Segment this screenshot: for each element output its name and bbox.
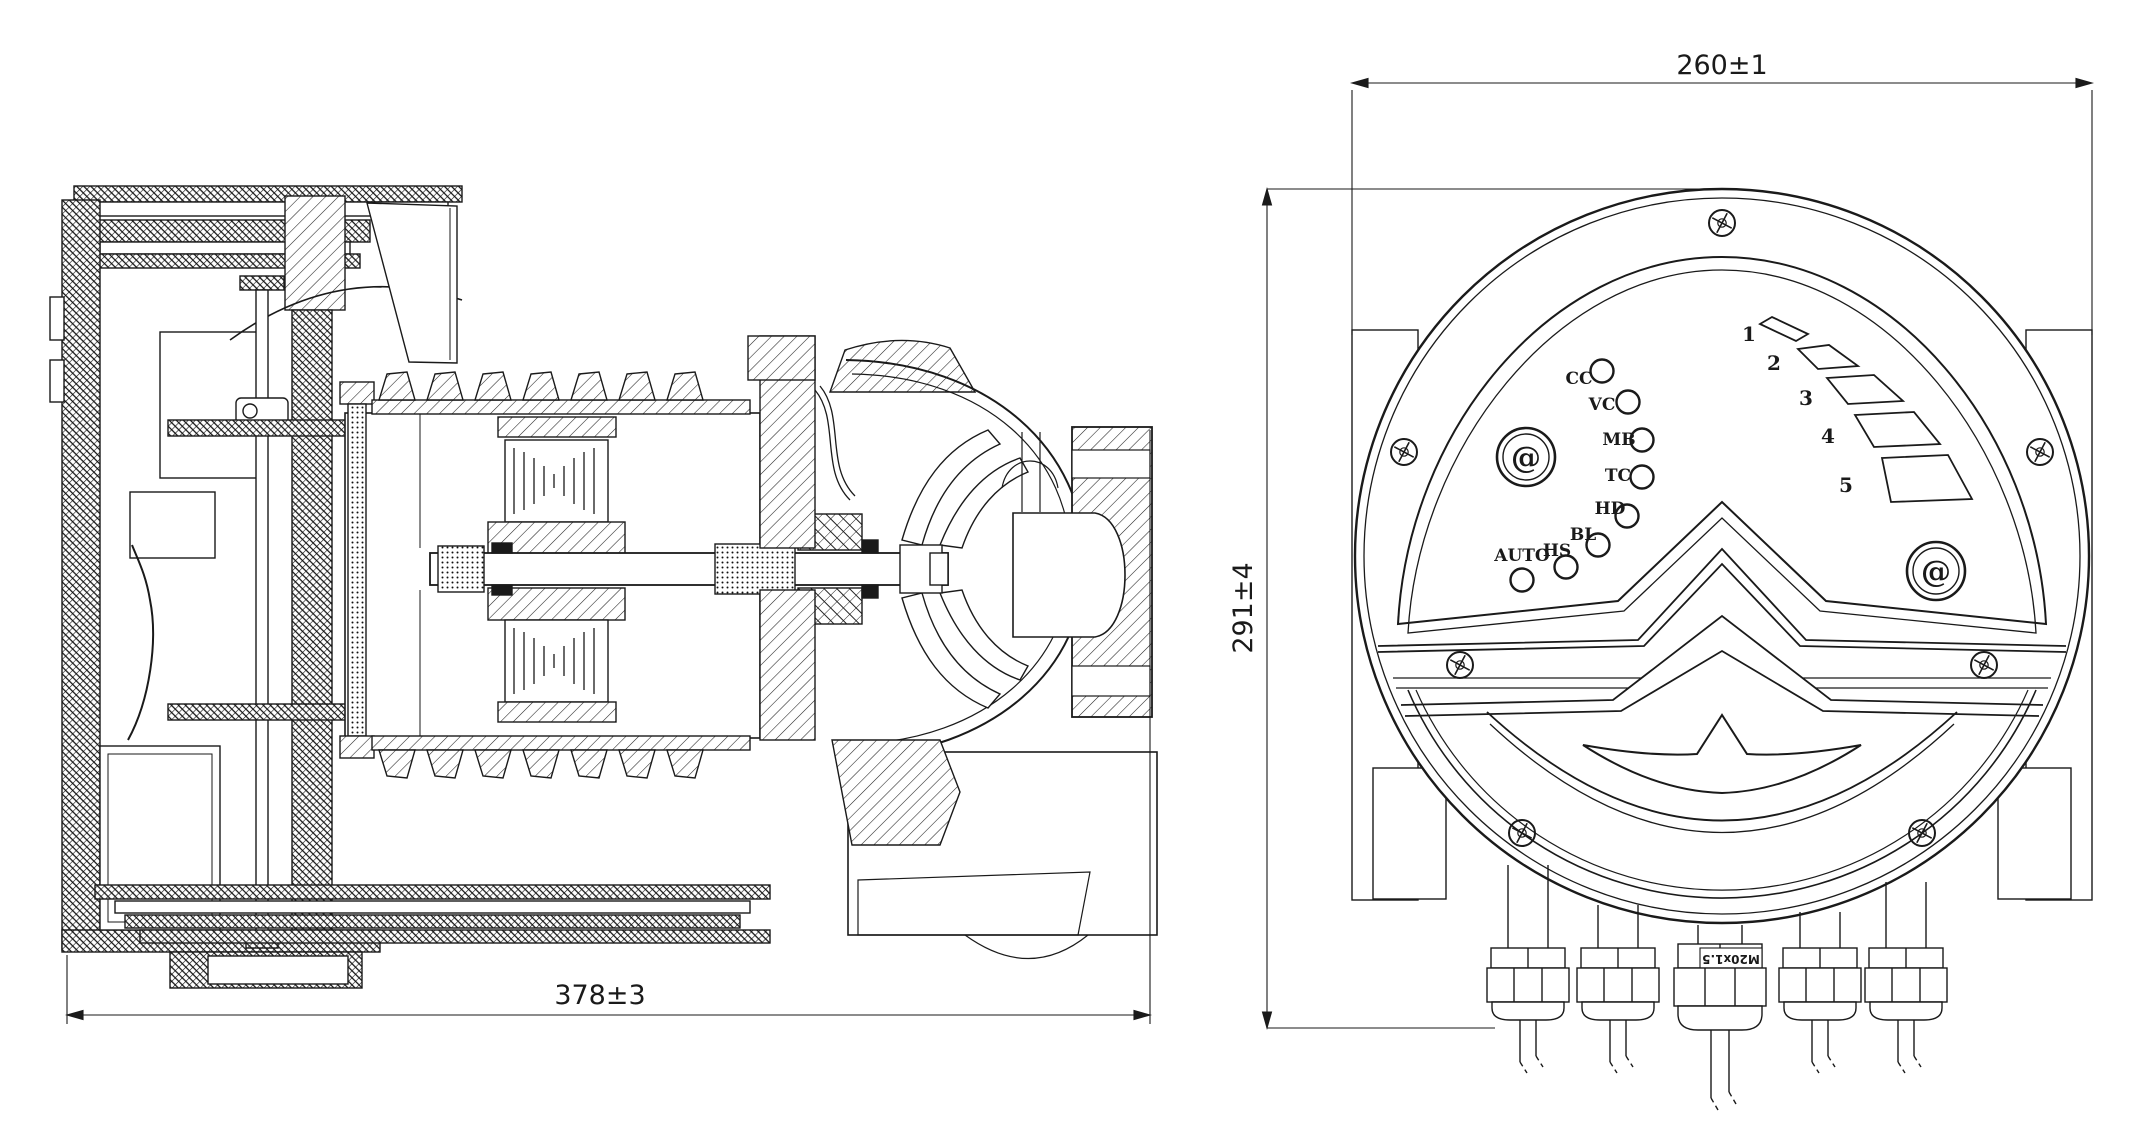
- level-segment-3: [1825, 374, 1906, 405]
- led-label-hs: HS: [1543, 541, 1571, 561]
- led-tc: [1629, 464, 1655, 490]
- level-scale: 1 2 3 4 5: [1742, 315, 1974, 503]
- level-label-3: 3: [1799, 386, 1813, 410]
- round-button-left[interactable]: @: [1495, 426, 1557, 488]
- control-panel-front-view: CC VC MB TC HD BL HS AUTO 1 2 3 4 5 @ @: [1228, 50, 2093, 1111]
- pump-sectional-view: 378±3: [49, 185, 1158, 1024]
- led-mb: [1629, 427, 1655, 453]
- bottom-straps: [94, 884, 771, 944]
- enclosure-outer-circle: [1353, 187, 2091, 925]
- lower-band-arc-2: [1415, 689, 2029, 891]
- cooling-fins-top: [371, 371, 751, 415]
- led-auto: [1509, 567, 1535, 593]
- led-label-mb: MB: [1602, 430, 1635, 450]
- level-label-4: 4: [1821, 424, 1835, 448]
- dim-378-label: 378±3: [554, 980, 645, 1011]
- led-hs: [1553, 554, 1579, 580]
- tie-bolt: [255, 289, 269, 946]
- dim-260-label: 260±1: [1676, 50, 1767, 81]
- bearing-left: [437, 545, 485, 593]
- indicator-led-cluster: CC VC MB TC HD BL HS AUTO: [1493, 358, 1655, 593]
- led-label-hd: HD: [1595, 499, 1626, 519]
- spring-column: [347, 403, 367, 737]
- motor-shaft: [429, 552, 949, 586]
- tie-bolt-head: [239, 275, 285, 291]
- motor-winding-top: [504, 439, 609, 523]
- cable-gland-label: M20x1.5: [1702, 952, 1760, 966]
- dimension-291: 291±4: [1228, 188, 1726, 1029]
- led-cc: [1589, 358, 1615, 384]
- volute-lower: [831, 739, 961, 846]
- outlet-bell: [1001, 432, 1059, 512]
- cable-gland-3: M20x1.5: [1673, 925, 1767, 1111]
- led-label-cc: CC: [1565, 369, 1592, 389]
- led-hd: [1614, 503, 1640, 529]
- box-left-wall: [61, 199, 101, 951]
- box-lid-outer: [73, 185, 463, 203]
- wire: [127, 544, 155, 741]
- cable-gland-5: [1864, 882, 1948, 1074]
- dimension-260: 260±1: [1351, 50, 2093, 335]
- bracket-hole: [242, 403, 258, 419]
- level-segment-1: [1758, 315, 1810, 343]
- mounting-tab-bottom-right: [1997, 767, 2072, 900]
- level-label-5: 5: [1839, 473, 1853, 497]
- dimension-378: 378±3: [66, 430, 1151, 1024]
- bulkhead-lower: [759, 589, 816, 741]
- pump-impeller: [899, 429, 1030, 709]
- terminal-funnel: [366, 202, 458, 364]
- dish-arc-1: [1486, 711, 1958, 822]
- cable-gland-4: [1778, 912, 1862, 1074]
- led-label-auto: AUTO: [1493, 546, 1550, 566]
- smile-ornament: [1582, 713, 1862, 795]
- level-segment-2: [1796, 344, 1861, 370]
- cable-gland-1: [1486, 865, 1570, 1074]
- level-segment-4: [1853, 411, 1942, 448]
- coil-cap-bottom: [497, 701, 617, 723]
- mounting-tab-bottom-left: [1372, 767, 1447, 900]
- chevron-ornament: [1377, 547, 2067, 717]
- cable-glands: M20x1.5: [1486, 865, 1948, 1111]
- coil-cap-top: [497, 416, 617, 438]
- enclosure-rim-circle: [1363, 197, 2081, 915]
- membrane: [814, 385, 856, 501]
- led-label-bl: BL: [1570, 525, 1596, 545]
- led-label-vc: VC: [1588, 395, 1616, 415]
- motor-section: [339, 371, 949, 779]
- button-glyph-left: @: [1511, 441, 1541, 476]
- lower-band-arc-1: [1407, 689, 2037, 899]
- box-connector-1: [49, 296, 65, 341]
- motor-winding-bottom: [504, 619, 609, 703]
- level-segment-5: [1880, 454, 1974, 503]
- level-label-2: 2: [1767, 351, 1781, 375]
- box-right-wall-top: [284, 195, 346, 311]
- round-button-right[interactable]: @: [1905, 540, 1967, 602]
- pump-section: [747, 335, 1158, 959]
- level-label-1: 1: [1742, 322, 1756, 346]
- dim-291-label: 291±4: [1228, 562, 1259, 653]
- cooling-fins-bottom: [371, 735, 751, 779]
- cable-gland-2: [1576, 905, 1660, 1074]
- button-glyph-right: @: [1921, 555, 1951, 590]
- flange-bore: [1012, 512, 1126, 638]
- display-visor: [1396, 255, 2048, 634]
- box-connector-2: [49, 359, 65, 403]
- led-vc: [1615, 389, 1641, 415]
- led-bl: [1585, 532, 1611, 558]
- led-label-tc: TC: [1605, 466, 1631, 486]
- bearing-right: [714, 543, 796, 595]
- box-right-wall: [291, 309, 333, 951]
- dish-arc-2: [1489, 723, 1955, 833]
- pcb-component-2: [129, 491, 216, 559]
